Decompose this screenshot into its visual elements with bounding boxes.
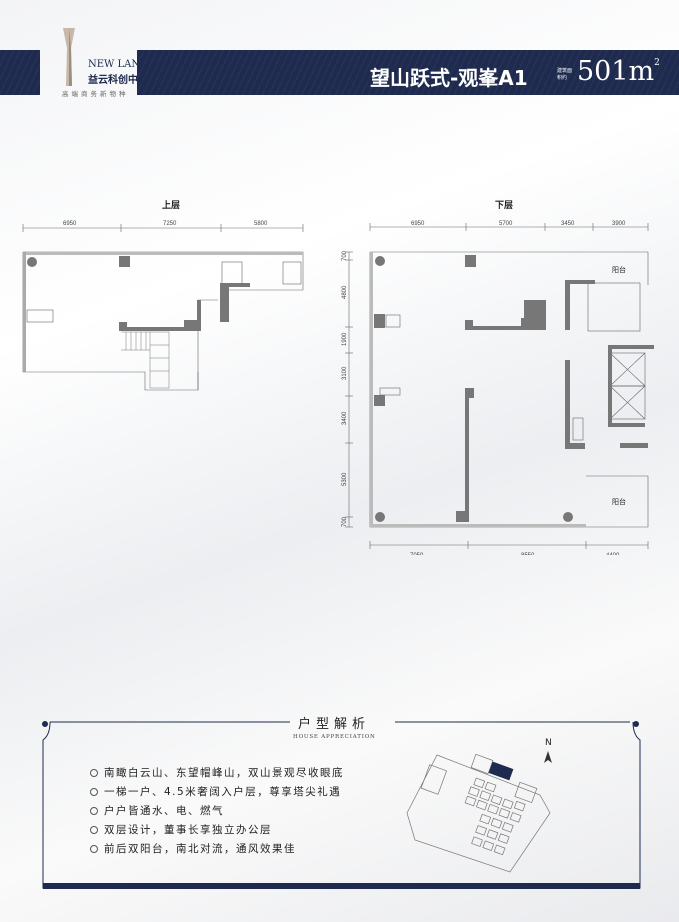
bullet-item: 南瞰白云山、东望帽峰山，双山景观尽收眼底 (90, 765, 344, 780)
dim-left: 5300 (342, 472, 348, 486)
dim-bottom: 4400 (606, 553, 620, 555)
room-label-balcony: 阳台 (612, 265, 626, 274)
dim-left: 3100 (342, 366, 348, 380)
bullet-item: 双层设计，董事长享独立办公层 (90, 822, 272, 837)
area-unit: 2 (654, 58, 660, 68)
north-arrow-icon (544, 751, 552, 763)
dim-top: 5700 (499, 221, 513, 227)
dim-top: 6950 (411, 221, 425, 227)
appreciation-frame (42, 721, 641, 889)
brand-slogan: 高端商务新物种 (62, 90, 129, 98)
appreciation-subtitle: HOUSE APPRECIATION (293, 734, 376, 740)
dim-top: 7250 (163, 221, 177, 227)
dim-top: 3900 (612, 221, 626, 227)
lower-floor-plan: 阳台 阳台 6950 5700 3450 3900 700 4800 1900 … (342, 221, 654, 555)
area-label: 建筑面积约 (557, 68, 573, 81)
dim-bottom: 7050 (410, 553, 424, 555)
logo: NEW LAND 益云科创中心 高端商务新物种 (40, 25, 148, 100)
tower-logo-icon (63, 28, 75, 86)
dim-left: 700 (342, 250, 348, 261)
highlighted-building (488, 761, 514, 781)
dim-top: 5800 (254, 221, 268, 227)
appreciation-title: 户型解析 (298, 717, 371, 732)
site-map (406, 751, 552, 873)
brand-name-cn: 益云科创中心 (88, 75, 148, 86)
upper-floor-plan: 6950 7250 5800 (22, 221, 304, 391)
dim-top: 3450 (561, 221, 575, 227)
dim-left: 1900 (342, 332, 348, 346)
column (27, 257, 37, 267)
dim-left: 4800 (342, 285, 348, 299)
lower-plan-title: 下层 (495, 201, 514, 211)
bullet-item: 前后双阳台，南北对流，通风效果佳 (90, 841, 296, 856)
bullet-item: 户户皆通水、电、燃气 (90, 803, 224, 818)
compass-label: N (545, 738, 552, 748)
room-label-balcony: 阳台 (612, 497, 626, 506)
brand-name-en: NEW LAND (88, 59, 149, 70)
header-band-left (0, 50, 40, 95)
dim-top: 6950 (63, 221, 77, 227)
dim-bottom: 8550 (521, 553, 535, 555)
bullet-item: 一梯一户、4.5米奢阔入户层，尊享塔尖礼遇 (90, 784, 341, 799)
area-number: 501m (577, 56, 655, 87)
header-band (137, 50, 679, 95)
page-title: 望山跃式-观峯A1 (370, 66, 528, 90)
staircase (121, 331, 170, 389)
dim-left: 3400 (342, 411, 348, 425)
dim-left: 700 (342, 516, 348, 527)
upper-plan-title: 上层 (162, 201, 181, 211)
area-value: 501m2 (577, 56, 660, 87)
